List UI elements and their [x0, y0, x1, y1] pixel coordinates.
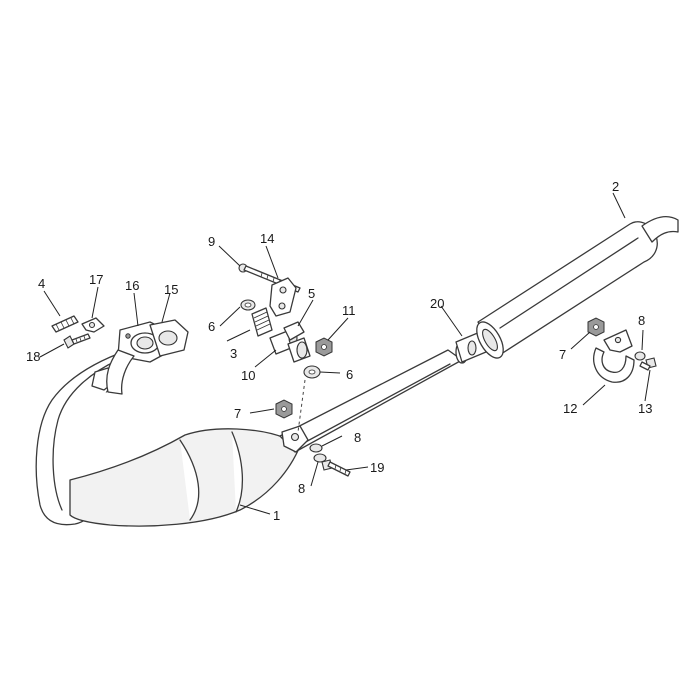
- callout-16: 16: [125, 278, 139, 293]
- clamp-washer: [634, 351, 646, 361]
- lower-bolt: [321, 459, 351, 477]
- flange-bolt: [63, 333, 91, 349]
- flange-gasket: [149, 319, 189, 357]
- callout-20: 20: [430, 296, 444, 311]
- callout-8-right: 8: [638, 313, 645, 328]
- clamp-bolt: [639, 357, 657, 371]
- bush: [283, 321, 311, 363]
- callout-6-upper: 6: [208, 319, 215, 334]
- callout-2: 2: [612, 179, 619, 194]
- callout-9: 9: [208, 234, 215, 249]
- callout-11: 11: [342, 303, 356, 318]
- callout-19: 19: [370, 460, 384, 475]
- callout-13: 13: [638, 401, 652, 416]
- rubber-mount: [251, 307, 273, 337]
- callout-labels: 1 2 3 4 5 6 6 7 7 8 8 8 9 10 11 12 13 14…: [26, 179, 652, 523]
- spring: [51, 315, 79, 333]
- assembly-line: [297, 379, 306, 433]
- nut: [315, 337, 333, 357]
- callout-10: 10: [241, 368, 255, 383]
- washer-upper: [240, 299, 256, 311]
- callout-8-lower-bottom: 8: [298, 481, 305, 496]
- silencer-clamp: [593, 329, 635, 383]
- callout-1: 1: [273, 508, 280, 523]
- callout-18: 18: [26, 349, 40, 364]
- callout-6-lower: 6: [346, 367, 353, 382]
- clip: [81, 317, 105, 333]
- callout-12: 12: [563, 401, 577, 416]
- washer-lower: [303, 365, 321, 379]
- callout-17: 17: [89, 272, 103, 287]
- callout-14: 14: [260, 231, 274, 246]
- callout-8-lower-right: 8: [354, 430, 361, 445]
- callout-4: 4: [38, 276, 45, 291]
- lower-washers: [309, 443, 327, 463]
- lower-nut: [275, 399, 293, 419]
- callout-7-right: 7: [559, 347, 566, 362]
- mounting-bracket: [269, 277, 297, 317]
- callout-15: 15: [164, 282, 178, 297]
- clamp-nut: [587, 317, 605, 337]
- silencer: [476, 215, 679, 359]
- callout-3: 3: [230, 346, 237, 361]
- expansion-chamber-pipe: [35, 349, 463, 527]
- callout-5: 5: [308, 286, 315, 301]
- callout-7-lower: 7: [234, 406, 241, 421]
- leader-lines: [39, 192, 651, 515]
